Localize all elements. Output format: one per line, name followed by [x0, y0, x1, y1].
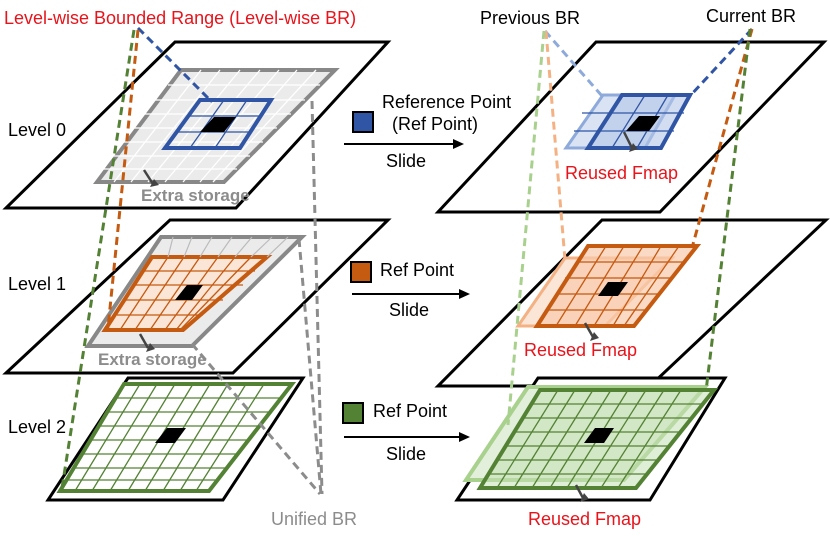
right-level1-ref-point — [598, 282, 628, 296]
right-level0-reused-arrowhead — [629, 143, 638, 152]
right-level1-reused-fmap: Reused Fmap — [524, 340, 637, 360]
level0-ref-point — [200, 117, 236, 132]
current-br-orange-dash — [690, 28, 754, 249]
level0-extra-storage-arrow — [142, 169, 155, 185]
level1-extra-storage-label: Extra storage — [98, 350, 207, 369]
level1-extra-grid — [167, 236, 289, 258]
diagram-title: Level-wise Bounded Range (Level-wise BR) — [4, 8, 356, 28]
level1-extra-storage-arrowhead — [146, 343, 155, 352]
ref-point-swatch-blue — [352, 111, 374, 133]
slide-label-0: Slide — [386, 151, 426, 171]
level1-label: Level 1 — [8, 274, 66, 294]
level0-current-br — [161, 98, 275, 150]
unified-br-dash-1 — [297, 238, 323, 495]
unified-br-label: Unified BR — [271, 509, 357, 529]
slide-arrowhead-2 — [459, 432, 470, 442]
right-level1-reused-arrow — [583, 322, 595, 338]
level2-ref-point — [155, 428, 186, 443]
level1-extra-storage-arrow — [138, 333, 150, 349]
level2-label: Level 2 — [8, 417, 66, 437]
right-level2-reused-arrow — [574, 484, 585, 499]
right-level2-ref-point — [584, 428, 614, 443]
ref-point-label-2: Ref Point — [373, 401, 447, 421]
previous-br-green-dash — [506, 30, 546, 426]
right-level2-reused-fmap: Reused Fmap — [528, 509, 641, 529]
level0-extra-storage-label: Extra storage — [141, 186, 250, 205]
reference-point-label-line2: (Ref Point) — [392, 114, 478, 134]
right-level0-reused-fmap: Reused Fmap — [565, 163, 678, 183]
level1-ref-point — [175, 285, 203, 300]
level0-br-grid — [177, 99, 260, 149]
slide-label-1: Slide — [389, 300, 429, 320]
unified-br-dash-2 — [190, 343, 322, 495]
slide-arrowhead-0 — [453, 139, 464, 149]
right-level2-reused-arrowhead — [580, 493, 589, 502]
reference-point-label-line1: Reference Point — [382, 92, 511, 112]
level0-extra-storage-arrowhead — [150, 179, 159, 187]
current-br-blue-dash — [688, 27, 754, 98]
slide-label-2: Slide — [386, 444, 426, 464]
ref-point-swatch-green — [342, 402, 364, 424]
level1-br-grid — [117, 256, 255, 331]
level-wise-br-blue-dash — [136, 26, 214, 104]
ref-point-swatch-orange — [350, 261, 372, 283]
slide-arrowhead-1 — [459, 289, 470, 299]
level0-label: Level 0 — [8, 120, 66, 140]
unified-br-dash-0 — [310, 100, 324, 495]
ref-point-label-1: Ref Point — [380, 260, 454, 280]
current-br-label: Current BR — [706, 6, 796, 26]
right-level0-reused-arrow — [622, 131, 634, 149]
right-level1-reused-arrowhead — [590, 332, 599, 341]
previous-br-blue-dash — [543, 30, 604, 97]
level-wise-br-orange-dash — [106, 29, 140, 329]
previous-br-label: Previous BR — [480, 8, 580, 28]
right-level0-ref-point — [626, 116, 660, 131]
right-level2-grid — [488, 389, 703, 489]
current-br-green-dash — [704, 28, 752, 392]
